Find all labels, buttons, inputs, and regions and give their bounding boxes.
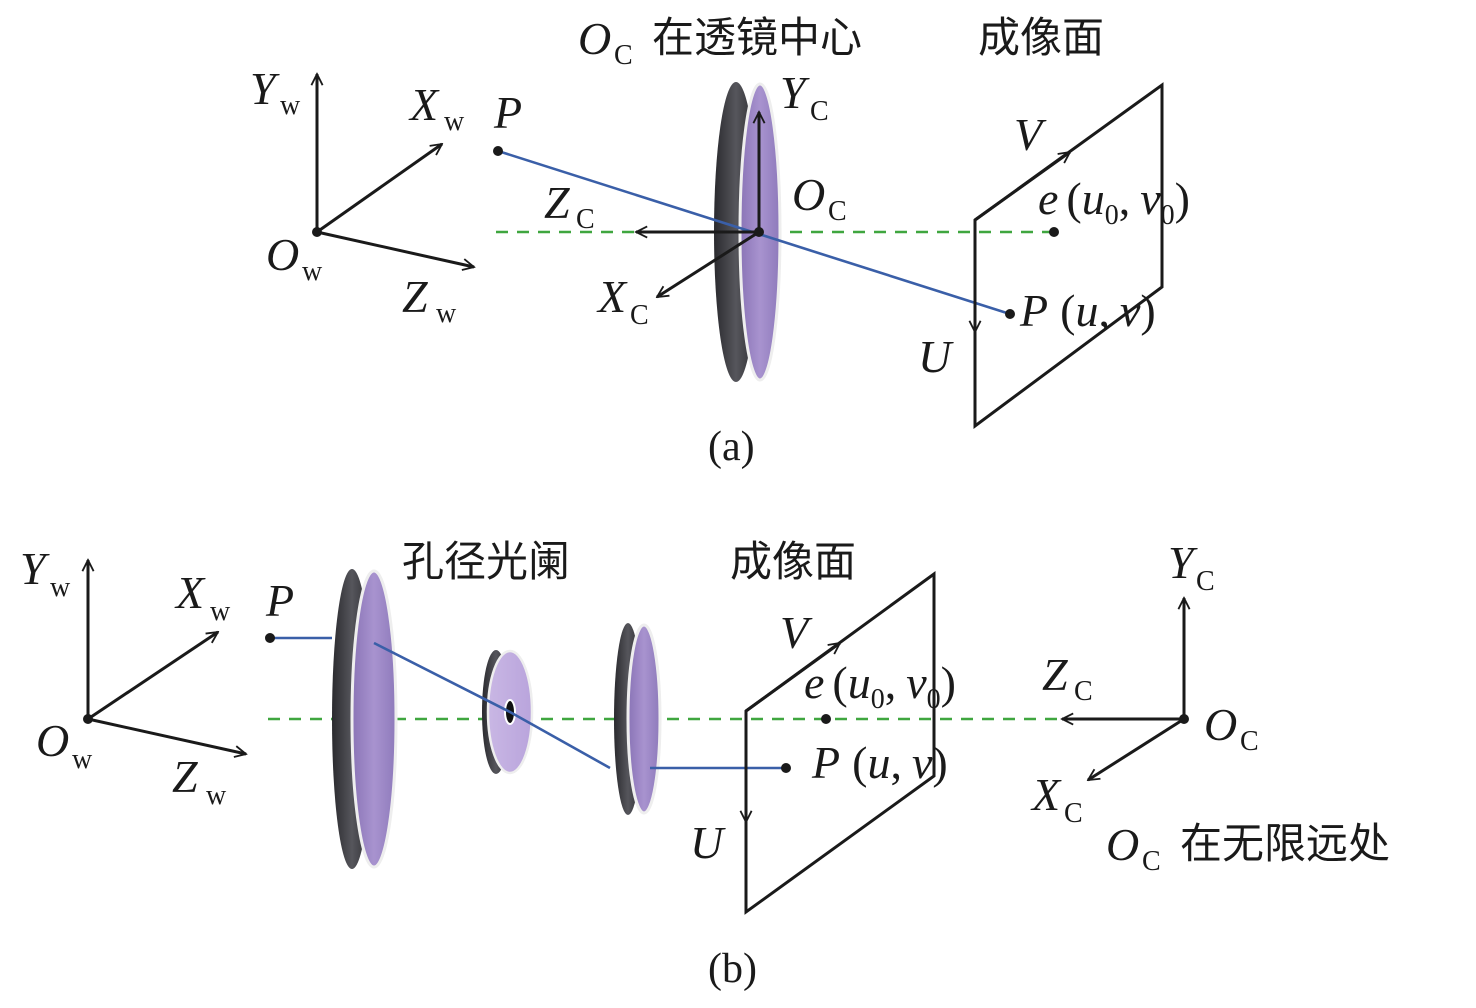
object-point-label-b: P [265,575,294,626]
image-point-dot-b [781,763,791,773]
camera-x-axis-a [657,230,760,299]
heading-oc-symbol: O [578,13,611,64]
world-axes-b: Y w X w O w Z w [20,543,246,811]
caption-a: (a) [708,424,755,470]
image-plane-frame-a [973,82,1164,429]
world-z-axis-b [87,717,246,754]
camera-axes-a: Y C Z C O C X C [544,67,847,331]
principal-point-label-b: e(u0,v0) [804,657,956,715]
caption-b: (b) [708,946,757,992]
world-x-axis-a [316,142,442,234]
camera-x-axis-b [1088,717,1185,782]
image-point-label-a: P(u,v) [1019,285,1156,336]
world-y-label-b: Y [20,543,50,594]
panel-b: 孔径光阑 成像面 Y w X w O w Z w [20,537,1390,992]
world-x-label-a: X [408,79,440,130]
world-origin-dot-a [312,227,322,237]
camera-y-label-b: Y [1168,537,1198,588]
camera-y-label-a: Y [780,67,810,118]
camera-origin-dot-b [1179,714,1189,724]
aperture-stop-label: 孔径光阑 [402,537,570,586]
rear-lens-face-b [626,623,662,815]
camera-z-sub-b: C [1074,676,1093,707]
camera-origin-sub-a: C [828,196,847,227]
plane-u-label-b: U [690,817,726,868]
image-plane-frame-b [744,571,936,915]
image-plane-a: V U [918,82,1164,429]
world-axes-a: Y w X w O w Z w [250,63,474,329]
world-y-sub-b: w [50,572,71,603]
world-z-axis-a [316,230,474,267]
camera-x-label-a: X [596,271,628,322]
image-plane-label-a: 成像面 [978,13,1104,62]
world-y-label-a: Y [250,63,280,114]
world-z-sub-b: w [206,780,227,811]
world-origin-sub-a: w [302,256,323,287]
plane-u-label-a: U [918,331,954,382]
world-x-sub-b: w [210,596,231,627]
camera-z-sub-a: C [576,204,595,235]
world-z-label-b: Z [172,751,198,802]
camera-x-sub-b: C [1064,798,1083,829]
camera-origin-label-b: O [1204,699,1237,750]
world-x-sub-a: w [444,106,465,137]
panel-a: O C 在透镜中心 成像面 Y w X w O w Z w P [250,13,1190,470]
camera-z-label-a: Z [544,177,570,228]
ray-segment-2-b [373,641,611,770]
image-point-dot-a [1005,309,1015,319]
rear-lens-b [614,623,662,815]
camera-origin-sub-b: C [1240,726,1259,757]
aperture-stop-b [482,649,534,775]
camera-x-label-b: X [1030,769,1062,820]
plane-v-label-b: V [780,607,813,658]
camera-y-sub-a: C [810,96,829,127]
camera-origin-label-a: O [792,169,825,220]
object-point-dot-b [265,633,275,643]
plane-v-axis-a [974,150,1070,222]
world-y-sub-a: w [280,90,301,121]
camera-axes-b: Y C Z C O C X C [1030,537,1259,829]
world-x-label-b: X [174,567,206,618]
camera-y-sub-b: C [1196,566,1215,597]
infinity-text: 在无限远处 [1180,819,1390,868]
principal-point-label-a: e(u0,v0) [1038,173,1190,231]
principal-point-dot-b [821,714,831,724]
image-plane-label-b: 成像面 [730,537,856,586]
object-point-dot-a [493,146,503,156]
image-plane-b: V U [690,571,936,915]
plane-v-label-a: V [1014,109,1047,160]
object-point-label-a: P [493,87,522,138]
camera-x-sub-a: C [630,300,649,331]
infinity-oc-symbol: O [1106,819,1139,870]
heading-oc-subscript: C [614,40,633,71]
world-x-axis-b [87,630,218,721]
world-z-label-a: Z [402,271,428,322]
world-origin-dot-b [83,714,93,724]
principal-point-dot-a [1049,227,1059,237]
world-z-sub-a: w [436,298,457,329]
infinity-oc-subscript: C [1142,846,1161,877]
heading-lens-center-text: 在透镜中心 [652,13,862,62]
plane-v-axis-b [745,641,840,713]
front-lens-b [332,569,398,869]
camera-z-label-b: Z [1042,649,1068,700]
world-origin-sub-b: w [72,744,93,775]
front-lens-face-b [350,569,398,869]
camera-origin-dot-a [754,227,764,237]
image-point-label-b: P(u,v) [811,737,948,788]
world-origin-label-a: O [266,229,299,280]
world-origin-label-b: O [36,715,69,766]
